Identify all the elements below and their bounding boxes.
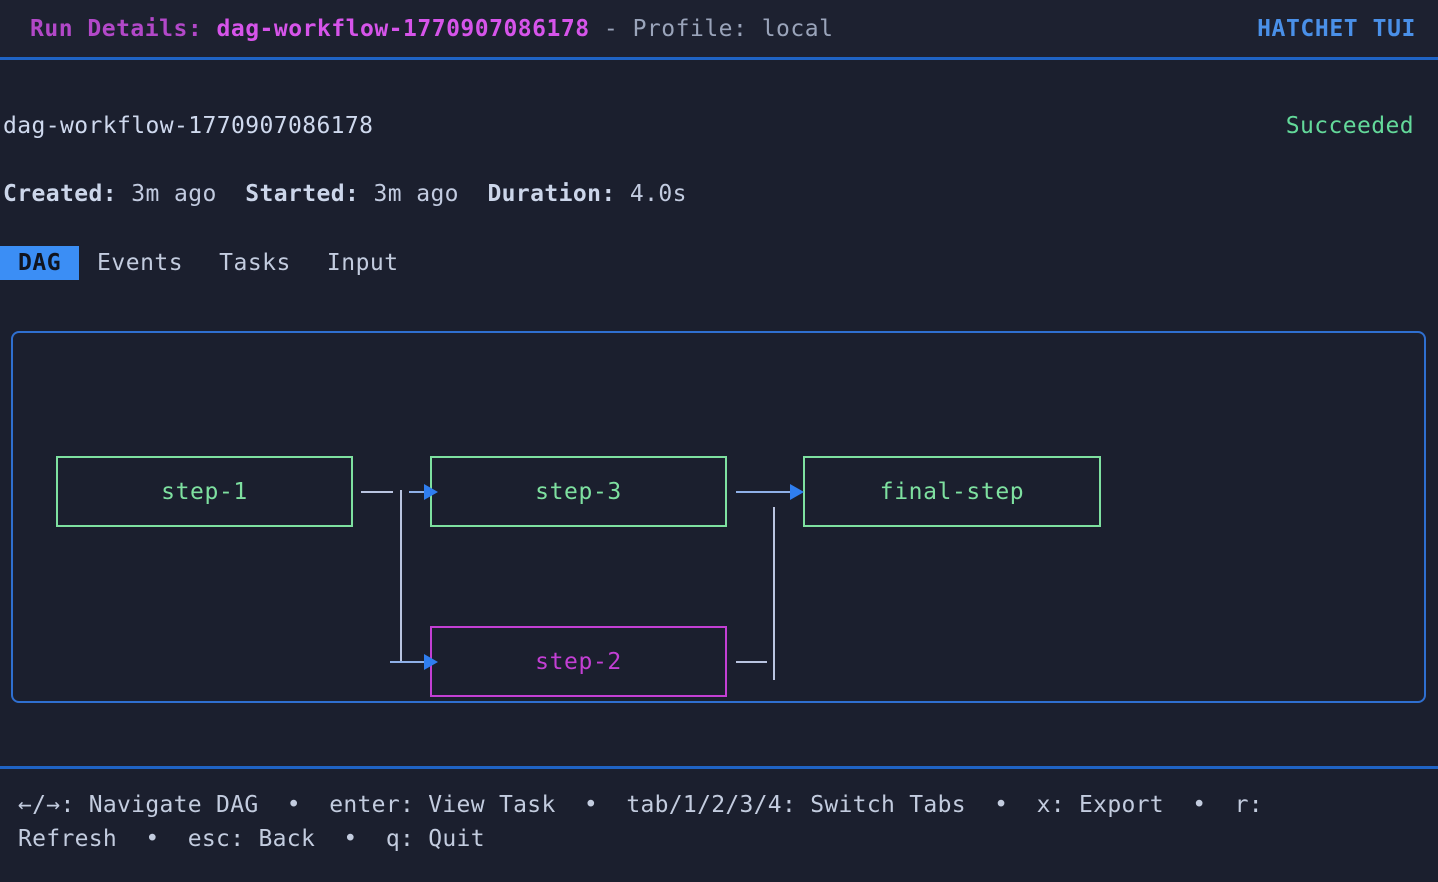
dag-node-step-1-label: step-1 — [161, 478, 248, 505]
dag-node-step-2-label: step-2 — [535, 648, 622, 675]
dag-node-final-step[interactable]: final-step — [803, 456, 1101, 527]
run-metadata-row: Created: 3m ago Started: 3m ago Duration… — [3, 181, 687, 207]
header-title: Run Details: dag-workflow-1770907086178 … — [30, 16, 833, 42]
tab-events[interactable]: Events — [97, 250, 184, 276]
dag-edge-step-2-out-stub — [736, 661, 767, 663]
dag-node-step-2[interactable]: step-2 — [430, 626, 727, 697]
dag-edge-step-2-to-final-step-riser — [773, 507, 775, 680]
app-name-label: HATCHET TUI — [1257, 15, 1416, 42]
dag-node-step-3[interactable]: step-3 — [430, 456, 727, 527]
footer-divider — [0, 766, 1438, 769]
dag-edge-step-3-to-final-step-arrowhead — [790, 484, 804, 500]
duration-value: 4.0s — [615, 181, 687, 207]
tab-dag[interactable]: DAG — [0, 246, 80, 280]
tab-input[interactable]: Input — [326, 250, 399, 276]
help-line-1: ←/→: Navigate DAG • enter: View Task • t… — [18, 792, 1263, 818]
dag-edge-step-1-to-step-2-line — [390, 661, 429, 663]
meta-space-1 — [217, 181, 246, 207]
dag-edge-step-1-out-stub — [361, 491, 393, 493]
dag-edge-fanout-trunk — [400, 490, 402, 663]
dag-canvas: step-1 step-3 final-step step-2 — [13, 333, 1424, 701]
dag-node-step-1[interactable]: step-1 — [56, 456, 353, 527]
dag-edge-step-3-to-final-step-line — [736, 491, 802, 493]
status-badge: Succeeded — [1285, 113, 1414, 139]
started-label: Started: — [245, 181, 360, 207]
duration-label: Duration: — [487, 181, 616, 207]
tab-bar: DAG Events Tasks Input — [0, 246, 417, 280]
help-bar: ←/→: Navigate DAG • enter: View Task • t… — [0, 769, 1438, 882]
dag-edge-step-1-to-step-3-arrowhead — [424, 484, 438, 500]
header-run-id: dag-workflow-1770907086178 — [216, 15, 590, 42]
created-label: Created: — [3, 181, 117, 207]
app-header: Run Details: dag-workflow-1770907086178 … — [0, 0, 1438, 57]
dag-node-final-step-label: final-step — [879, 478, 1025, 505]
help-line-2: Refresh • esc: Back • q: Quit — [18, 826, 485, 852]
created-value: 3m ago — [116, 181, 217, 207]
tab-tasks[interactable]: Tasks — [219, 250, 291, 276]
dag-node-step-3-label: step-3 — [535, 478, 622, 505]
dag-edge-step-1-to-step-3-line — [409, 491, 429, 493]
header-profile: - Profile: local — [589, 15, 834, 42]
main-content: dag-workflow-1770907086178 Succeeded Cre… — [0, 60, 1438, 766]
header-divider — [0, 57, 1438, 60]
dag-panel: step-1 step-3 final-step step-2 — [11, 331, 1426, 703]
dag-edge-step-1-to-step-2-arrowhead — [424, 654, 438, 670]
started-value: 3m ago — [359, 181, 459, 207]
meta-space-2 — [459, 181, 488, 207]
page-title: dag-workflow-1770907086178 — [3, 113, 374, 139]
header-run-details-label: Run Details: — [30, 15, 217, 42]
